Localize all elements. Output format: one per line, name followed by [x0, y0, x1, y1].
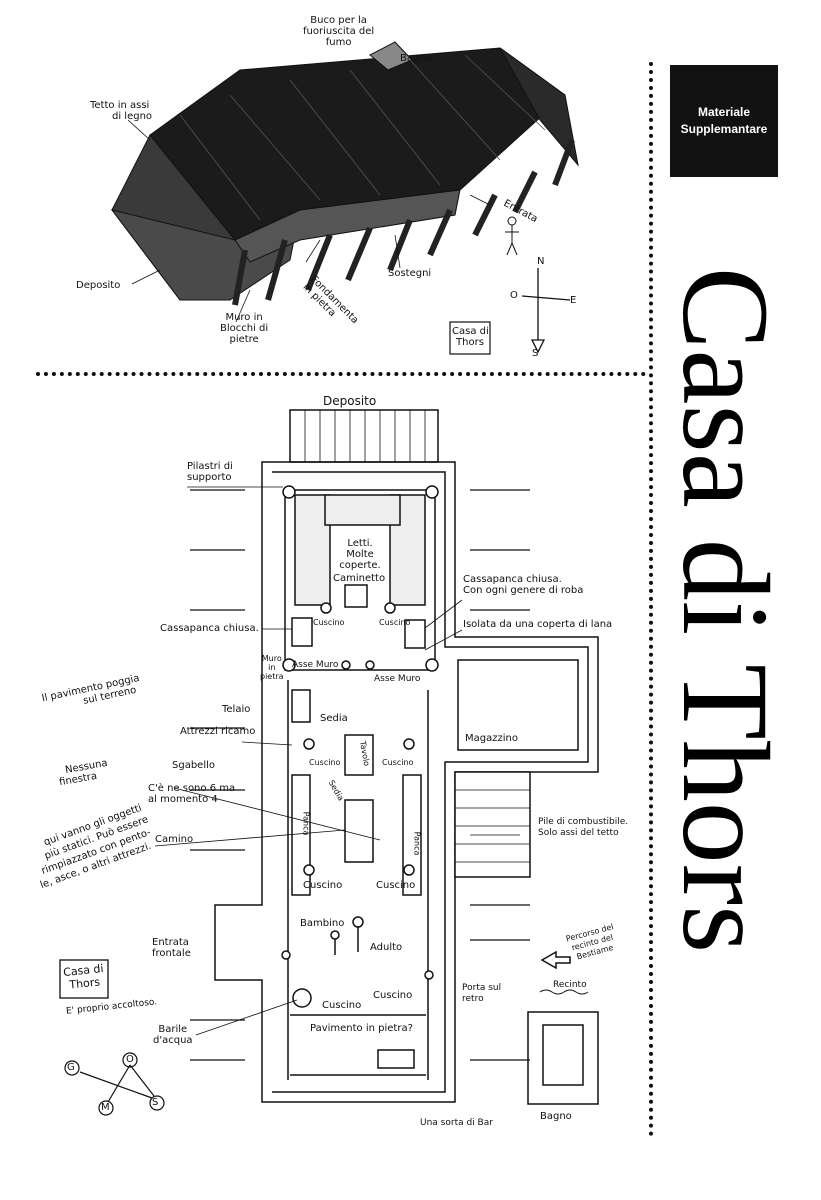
label-line: d'acqua [153, 1035, 193, 1046]
label-line: Casa di [452, 326, 489, 337]
label-line: Buco per la [310, 15, 367, 26]
label-bath-plan: Bagno [540, 1111, 572, 1122]
label-beds: Letti. Molte coperte. [338, 538, 382, 571]
compass-south: S [532, 348, 539, 359]
label-bench-2: Panca [412, 831, 422, 856]
label-cushion-4: Cuscino [382, 758, 414, 767]
label-cushion-2: Cuscino [379, 618, 411, 627]
label-water-barrel: Barile d'acqua [153, 1024, 193, 1046]
label-fuel-piles: Pile di combustibile. Solo assi del tett… [538, 817, 628, 839]
plan-tag: Casa di Thors [61, 962, 107, 992]
label-line: in [268, 663, 276, 672]
label-line: Barile [158, 1024, 188, 1035]
label-line: al momento 4 [148, 794, 218, 805]
label-cushion-5: Cuscino [303, 880, 343, 891]
label-supports: Sostegni [388, 268, 432, 279]
supplementary-badge: Materiale Supplemantare [670, 65, 778, 177]
label-line: Blocchi di [220, 323, 269, 334]
floor-plan [154, 409, 599, 1105]
label-warehouse: Magazzino [465, 733, 518, 744]
label-bar: Una sorta di Bar [420, 1118, 493, 1128]
label-back-door: Porta sul retro [462, 983, 501, 1005]
label-line: Solo assi del tetto [538, 828, 619, 838]
label-fence: Recinto [553, 980, 587, 990]
label-pillars: Pilastri di supporto [187, 461, 233, 483]
label-line: coperte. [339, 560, 381, 571]
label-line: Pile di combustibile. [538, 817, 629, 827]
label-hearth: Camino [155, 834, 194, 845]
label-chest-left: Cassapanca chiusa. [160, 623, 259, 634]
label-chimney-hole: Buco per la fuoriuscita del fumo [303, 15, 374, 48]
label-line: frontale [152, 948, 191, 959]
label-embroidery: Attrezzi ricamo [180, 726, 256, 737]
label-line: Letti. [347, 538, 373, 549]
horizontal-divider [36, 372, 646, 376]
label-isolated: Isolata da una coperta di lana [463, 619, 613, 630]
label-line: Muro in [225, 312, 263, 323]
label-cushion-6: Cuscino [376, 880, 416, 891]
compass-west: O [510, 290, 518, 301]
label-stone-wall-plan: Muro in pietra [260, 654, 284, 681]
label-roof: Tetto in assi di legno [90, 100, 152, 122]
house-perspective-illustration [110, 41, 579, 323]
label-bath-exterior: Bagno [400, 53, 432, 64]
plan-compass [64, 1052, 165, 1116]
page-title: Casa di Thors [657, 266, 794, 954]
label-cushion-3: Cuscino [309, 758, 341, 767]
exterior-tag: Casa di Thors [452, 326, 489, 348]
label-line: Muro [261, 654, 282, 663]
label-child: Bambino [300, 918, 345, 929]
label-line: Thors [456, 337, 484, 348]
label-stone-floor: Pavimento in pietra? [310, 1023, 413, 1034]
label-line: Entrata [152, 937, 189, 948]
label-cushion-8: Cuscino [373, 990, 413, 1001]
label-line: C'è ne sono 6 ma [148, 783, 236, 794]
label-line: pietre [229, 334, 259, 345]
label-line: Pilastri di [187, 461, 233, 472]
badge-line-1: Materiale [697, 105, 751, 119]
label-storage-exterior: Deposito [76, 280, 121, 291]
label-loom: Telaio [222, 704, 251, 715]
plan-compass-s: S [152, 1097, 159, 1108]
label-stool: Sgabello [172, 760, 215, 771]
label-chair: Sedia [320, 713, 348, 724]
compass-north: N [537, 256, 545, 267]
plan-compass-g: G [67, 1062, 75, 1073]
label-line: fuoriuscita del [303, 26, 375, 37]
label-line: retro [462, 994, 484, 1004]
label-wall-planks-2: Asse Muro [374, 674, 421, 684]
label-wall-planks-1: Asse Muro [292, 660, 339, 670]
label-cushion-7: Cuscino [322, 1000, 362, 1011]
label-line: di legno [112, 111, 153, 122]
label-line: Cassapanca chiusa. [463, 574, 562, 585]
plan-compass-o: O [126, 1054, 134, 1065]
label-line: Porta sul [462, 983, 502, 993]
label-fireplace: Caminetto [333, 573, 386, 584]
label-line: fumo [325, 37, 352, 48]
label-bench-1: Panca [301, 811, 311, 836]
compass-east: E [570, 295, 577, 306]
label-line: Molte [346, 549, 374, 560]
plan-compass-m: M [101, 1102, 110, 1113]
label-line: Tetto in assi [90, 100, 150, 111]
label-line: supporto [187, 472, 232, 483]
label-six-now-four: C'è ne sono 6 ma al momento 4 [148, 783, 235, 805]
label-stone-wall-exterior: Muro in Blocchi di pietre [220, 312, 268, 345]
plan-tag-frame [59, 959, 109, 999]
vertical-divider [649, 62, 653, 1137]
label-cushion-1: Cuscino [313, 618, 345, 627]
exterior-compass-rose [521, 268, 571, 354]
label-storage-plan: Deposito [323, 394, 377, 408]
badge-line-2: Supplemantare [680, 122, 768, 136]
exterior-tag-frame [449, 321, 491, 355]
label-line: pietra [260, 672, 284, 681]
label-front-entrance: Entrata frontale [152, 937, 191, 959]
label-adult: Adulto [370, 942, 403, 953]
label-line: Con ogni genere di roba [463, 585, 584, 596]
label-chest-right: Cassapanca chiusa. Con ogni genere di ro… [463, 574, 583, 596]
